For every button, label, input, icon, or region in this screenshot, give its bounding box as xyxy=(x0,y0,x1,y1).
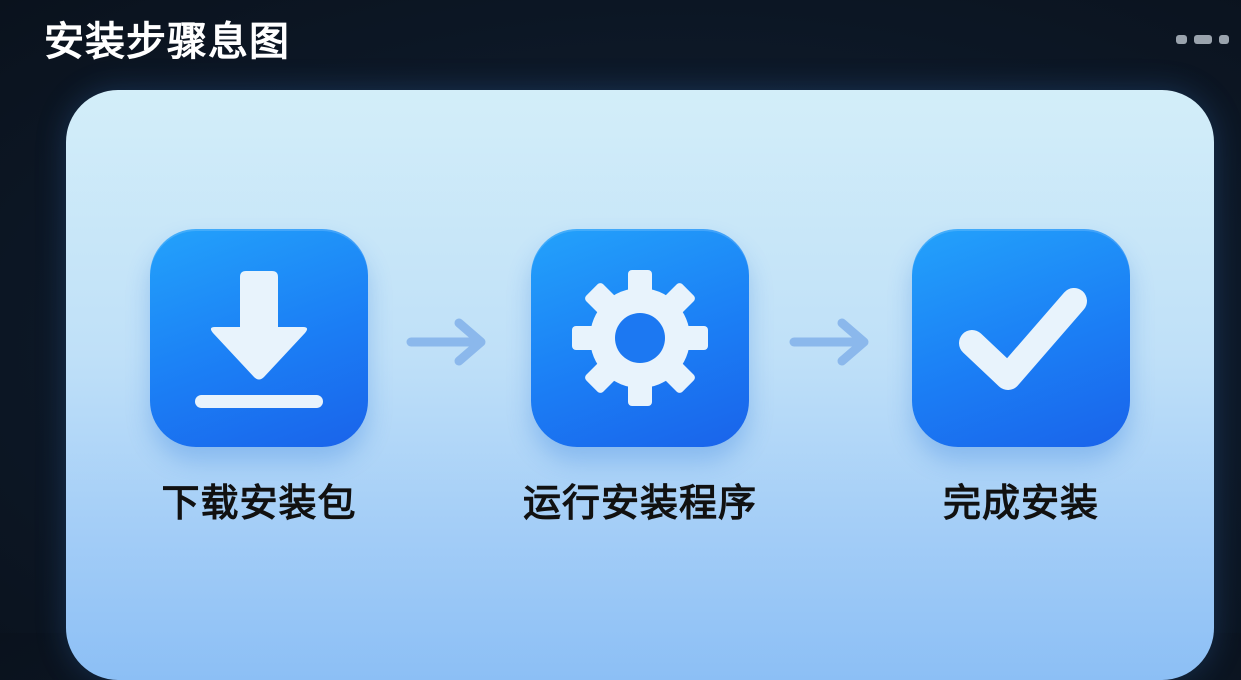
window-controls[interactable] xyxy=(1176,35,1229,44)
flow-arrow xyxy=(406,318,486,366)
step-tile xyxy=(150,229,368,447)
step-run-installer: 运行安装程序 xyxy=(510,229,770,526)
checkmark-icon xyxy=(959,288,1087,390)
window-dot[interactable] xyxy=(1194,35,1212,44)
window-dot[interactable] xyxy=(1219,35,1229,44)
step-tile xyxy=(912,229,1130,447)
step-label: 运行安装程序 xyxy=(522,481,757,525)
download-icon xyxy=(195,271,323,408)
step-tile xyxy=(531,229,749,447)
step-label: 完成安装 xyxy=(942,481,1099,525)
gear-icon xyxy=(572,270,708,406)
page-title: 安装步骤息图 xyxy=(44,19,290,65)
window-dot[interactable] xyxy=(1176,35,1187,44)
flow-arrow xyxy=(789,318,869,366)
step-download: 下载安装包 xyxy=(129,229,389,526)
step-label: 下载安装包 xyxy=(161,481,357,525)
step-complete: 完成安装 xyxy=(891,229,1151,526)
